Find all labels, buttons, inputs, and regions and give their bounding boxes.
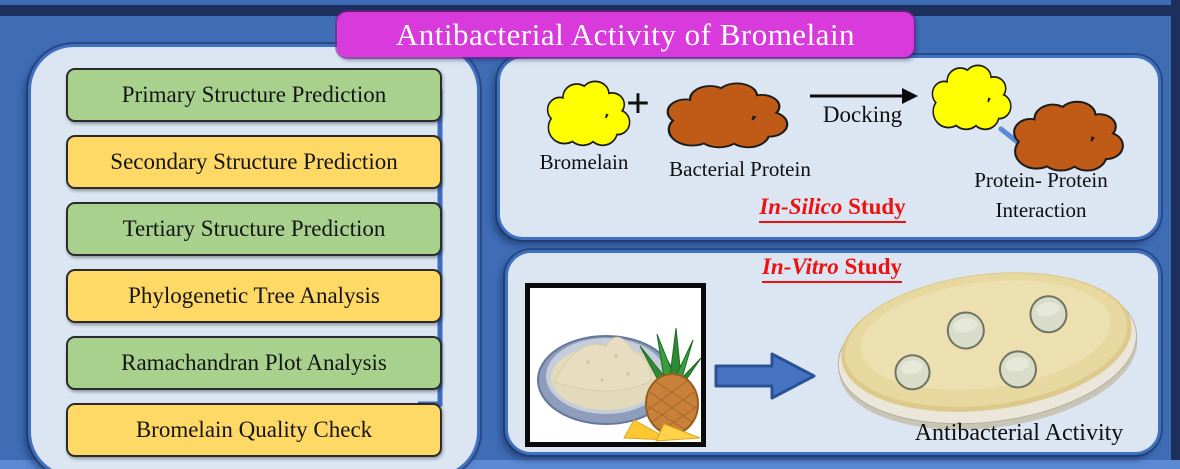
pipeline-step-quality-check: Bromelain Quality Check: [66, 403, 442, 457]
in-vitro-study-suffix: Study: [838, 254, 902, 279]
right-border-bar: [1171, 0, 1180, 469]
bioinformatics-pipeline-panel: Primary Structure Prediction Secondary S…: [28, 44, 480, 469]
pipeline-step-label: Secondary Structure Prediction: [110, 149, 398, 174]
docked-bromelain-cloud-icon: [931, 64, 1012, 131]
top-border-bar: [0, 5, 1180, 16]
bromelain-powder-image-frame: [525, 283, 706, 447]
interaction-label: Interaction: [995, 198, 1087, 222]
plus-sign: +: [626, 81, 650, 127]
in-vitro-study-name: In-Vitro: [761, 254, 839, 279]
docking-arrow-icon: [810, 88, 918, 104]
transfer-arrow-icon: [714, 352, 816, 400]
pipeline-step-phylogenetic-tree: Phylogenetic Tree Analysis: [66, 269, 442, 323]
pipeline-step-primary-structure: Primary Structure Prediction: [66, 68, 442, 122]
protein-protein-label: Protein- Protein: [974, 168, 1108, 192]
page-title: Antibacterial Activity of Bromelain: [395, 16, 856, 52]
bromelain-cloud-icon: [546, 80, 631, 147]
bottom-border-bar: [0, 460, 1180, 469]
pipeline-step-label: Bromelain Quality Check: [135, 417, 373, 442]
pineapple-icon: [623, 327, 701, 442]
bromelain-label: Bromelain: [539, 150, 629, 174]
title-banner: Antibacterial Activity of Bromelain: [337, 12, 914, 57]
pipeline-step-label: Ramachandran Plot Analysis: [121, 350, 387, 375]
docking-label: Docking: [822, 102, 903, 127]
antibacterial-activity-label: Antibacterial Activity: [914, 420, 1124, 446]
bacterial-protein-cloud-icon: [661, 78, 795, 158]
pipeline-step-tertiary-structure: Tertiary Structure Prediction: [66, 202, 442, 256]
pipeline-step-ramachandran-plot: Ramachandran Plot Analysis: [66, 336, 442, 390]
petri-dish-image: [837, 272, 1138, 430]
pipeline-step-label: Primary Structure Prediction: [121, 82, 387, 107]
pipeline-step-secondary-structure: Secondary Structure Prediction: [66, 135, 442, 189]
bromelain-powder-image: [537, 327, 701, 442]
in-silico-study-label: In-Silico Study: [735, 194, 930, 223]
pipeline-step-label: Tertiary Structure Prediction: [122, 216, 386, 241]
in-vitro-study-label: In-Vitro Study: [742, 254, 922, 283]
in-silico-study-name: In-Silico: [759, 194, 843, 219]
pipeline-step-label: Phylogenetic Tree Analysis: [128, 283, 380, 308]
bacterial-protein-label: Bacterial Protein: [669, 157, 811, 181]
inhibition-wells: [894, 295, 1068, 391]
in-silico-study-suffix: Study: [842, 194, 906, 219]
